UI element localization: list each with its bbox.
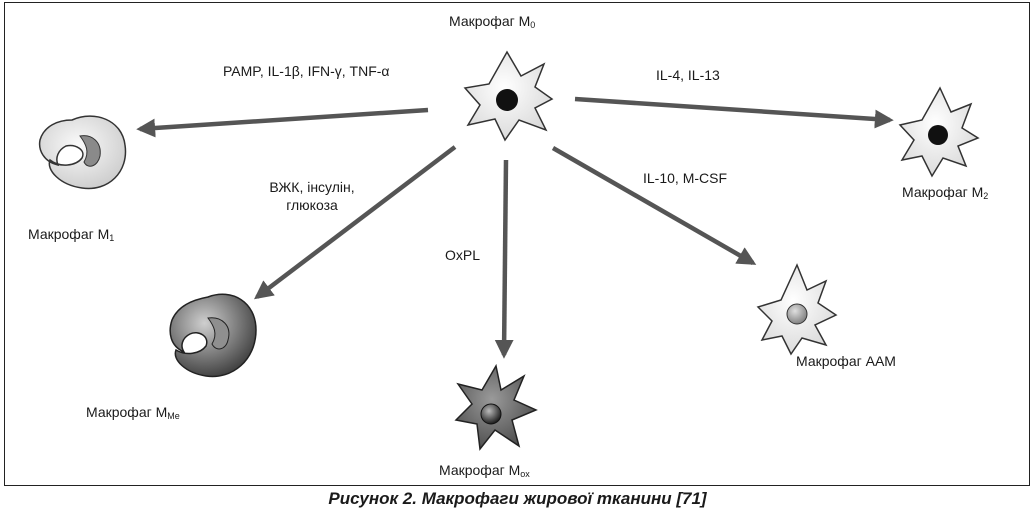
macrophage-m1-cell (38, 115, 127, 190)
arrow-to-mox (494, 159, 514, 359)
label-mme: Макрофаг MMe (86, 404, 180, 421)
label-m0: Макрофаг M0 (449, 13, 536, 30)
label-m2: Макрофаг M2 (902, 184, 989, 201)
macrophage-mme-cell (169, 293, 257, 378)
arrow-to-aam (551, 146, 757, 265)
figure-caption: Рисунок 2. Макрофаги жирової тканини [71… (328, 489, 707, 508)
edge-label-to-mme-line1: ВЖК, інсулін, (269, 179, 355, 195)
arrow-to-m1 (136, 107, 429, 138)
macrophage-aam-cell (756, 263, 838, 356)
edge-label-to-mme-line2: глюкоза (286, 197, 338, 213)
macrophage-m0-cell (463, 50, 554, 142)
label-m1: Макрофаг M1 (28, 226, 115, 243)
edge-label-to-m1: PAMP, IL-1β, IFN-γ, TNF-α (223, 63, 390, 79)
edge-label-to-m2: IL-4, IL-13 (656, 67, 720, 83)
arrow-to-mme (253, 145, 457, 300)
macrophage-mox-cell (454, 363, 538, 451)
arrow-to-m2 (574, 96, 894, 129)
edge-label-to-mox: OxPL (445, 247, 481, 263)
label-mox: Макрофаг Mox (439, 462, 530, 479)
diagram-frame (4, 2, 1030, 486)
edge-label-to-aam: IL-10, M-CSF (643, 170, 728, 186)
label-aam: Макрофаг AAM (796, 353, 896, 369)
edge-label-to-mme: ВЖК, інсулін, глюкоза (252, 178, 372, 214)
macrophage-m2-cell (898, 86, 980, 178)
